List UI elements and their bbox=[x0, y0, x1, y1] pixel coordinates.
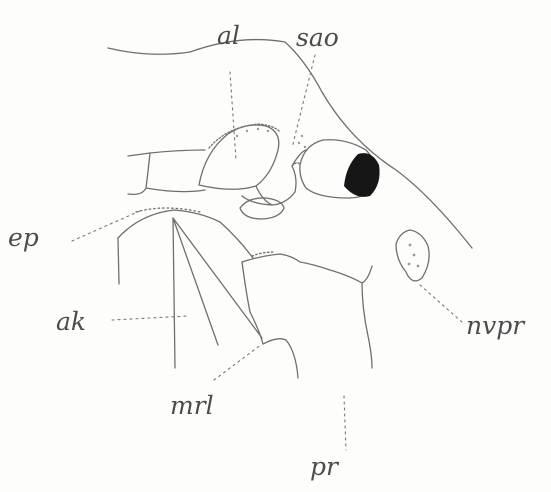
leader-al bbox=[230, 72, 236, 160]
nvpr-stipple-2 bbox=[413, 254, 416, 257]
al-stipple-1 bbox=[236, 135, 238, 137]
ak-rod-diagonal bbox=[173, 218, 218, 345]
nvpr-oval bbox=[396, 230, 429, 281]
leader-mrl bbox=[214, 344, 262, 380]
sao-dark-mass bbox=[344, 153, 380, 197]
nvpr-stipple-1 bbox=[409, 244, 412, 247]
leader-nvpr bbox=[420, 285, 462, 322]
al-stipple-2 bbox=[246, 130, 248, 132]
pr-outline-right bbox=[362, 283, 372, 368]
sao-stipple-2 bbox=[298, 142, 300, 144]
leader-pr bbox=[344, 396, 346, 450]
nvpr-stipple-4 bbox=[417, 265, 420, 268]
label-ak: ak bbox=[56, 307, 86, 336]
al-oval bbox=[199, 125, 279, 189]
label-mrl: mrl bbox=[170, 391, 214, 420]
leader-sao bbox=[292, 55, 315, 148]
left-stub-lower-edge bbox=[146, 188, 205, 192]
label-ep: ep bbox=[8, 223, 39, 252]
label-pr: pr bbox=[310, 452, 340, 481]
central-body-lower bbox=[242, 196, 272, 205]
label-al: al bbox=[217, 21, 240, 50]
al-stipple-4 bbox=[267, 130, 269, 132]
pr-outline-top bbox=[242, 254, 372, 283]
sao-stipple-1 bbox=[301, 135, 303, 137]
al-stipple-3 bbox=[257, 128, 259, 130]
label-sao: sao bbox=[296, 23, 339, 52]
nvpr-stipple-3 bbox=[408, 263, 411, 266]
small-lower-oval bbox=[240, 198, 284, 219]
left-stub-edge bbox=[150, 150, 205, 153]
ak-rod-diagonal-2 bbox=[173, 218, 262, 338]
label-nvpr: nvpr bbox=[466, 311, 526, 340]
sao-stipple-3 bbox=[304, 146, 306, 148]
dorsal-outline bbox=[108, 40, 472, 248]
central-body-outline bbox=[256, 150, 306, 205]
pr-outline-left bbox=[242, 262, 298, 378]
ak-rod-left bbox=[173, 218, 175, 368]
leader-ak bbox=[112, 316, 188, 320]
left-body-wall bbox=[118, 238, 119, 284]
